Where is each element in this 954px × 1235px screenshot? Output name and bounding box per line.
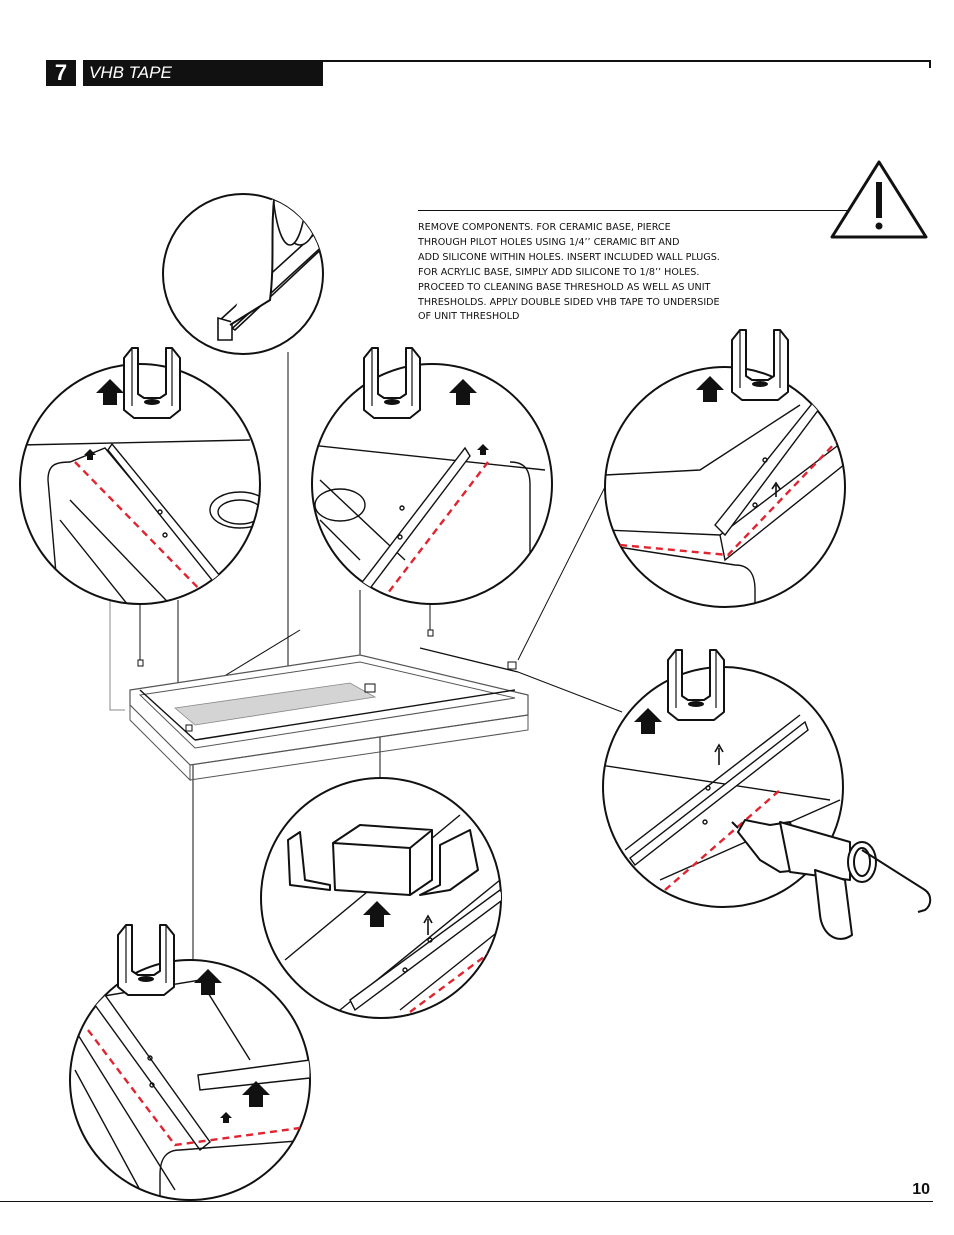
instruction-line: ADD SILICONE WITHIN HOLES. INSERT INCLUD… xyxy=(418,251,720,263)
instruction-line: REMOVE COMPONENTS. FOR CERAMIC BASE, PIE… xyxy=(418,222,671,233)
instruction-line: FOR ACRYLIC BASE, SIMPLY ADD SILICONE TO… xyxy=(418,266,700,278)
instruction-line: OF UNIT THRESHOLD xyxy=(418,311,520,323)
instruction-line: THRESHOLDS. APPLY DOUBLE SIDED VHB TAPE … xyxy=(418,296,720,308)
instruction-line: PROCEED TO CLEANING BASE THRESHOLD AS WE… xyxy=(418,281,711,293)
detail-center-clip xyxy=(260,777,502,1019)
page-number: 10 xyxy=(912,1181,930,1198)
caulking-gun-icon xyxy=(731,819,932,940)
detail-right-corner xyxy=(311,347,553,605)
warning-rule xyxy=(418,210,850,211)
instructions-text: REMOVE COMPONENTS. FOR CERAMIC BASE, PIE… xyxy=(418,221,768,325)
detail-left-corner xyxy=(19,347,261,605)
detail-lower-corner xyxy=(69,924,311,1201)
detail-threshold-edge xyxy=(604,329,846,608)
step-number: 7 xyxy=(46,60,76,86)
header-rule xyxy=(323,60,931,62)
detail-tape-roll xyxy=(162,193,324,355)
shower-base-overview xyxy=(109,600,529,782)
step-title: VHB TAPE xyxy=(83,60,323,86)
detail-silicone-gun xyxy=(602,649,932,940)
warning-triangle-icon xyxy=(830,160,928,239)
footer-rule xyxy=(0,1201,933,1202)
header-tick xyxy=(929,60,931,68)
instruction-line: THROUGH PILOT HOLES USING 1/4’’ CERAMIC … xyxy=(418,236,680,248)
